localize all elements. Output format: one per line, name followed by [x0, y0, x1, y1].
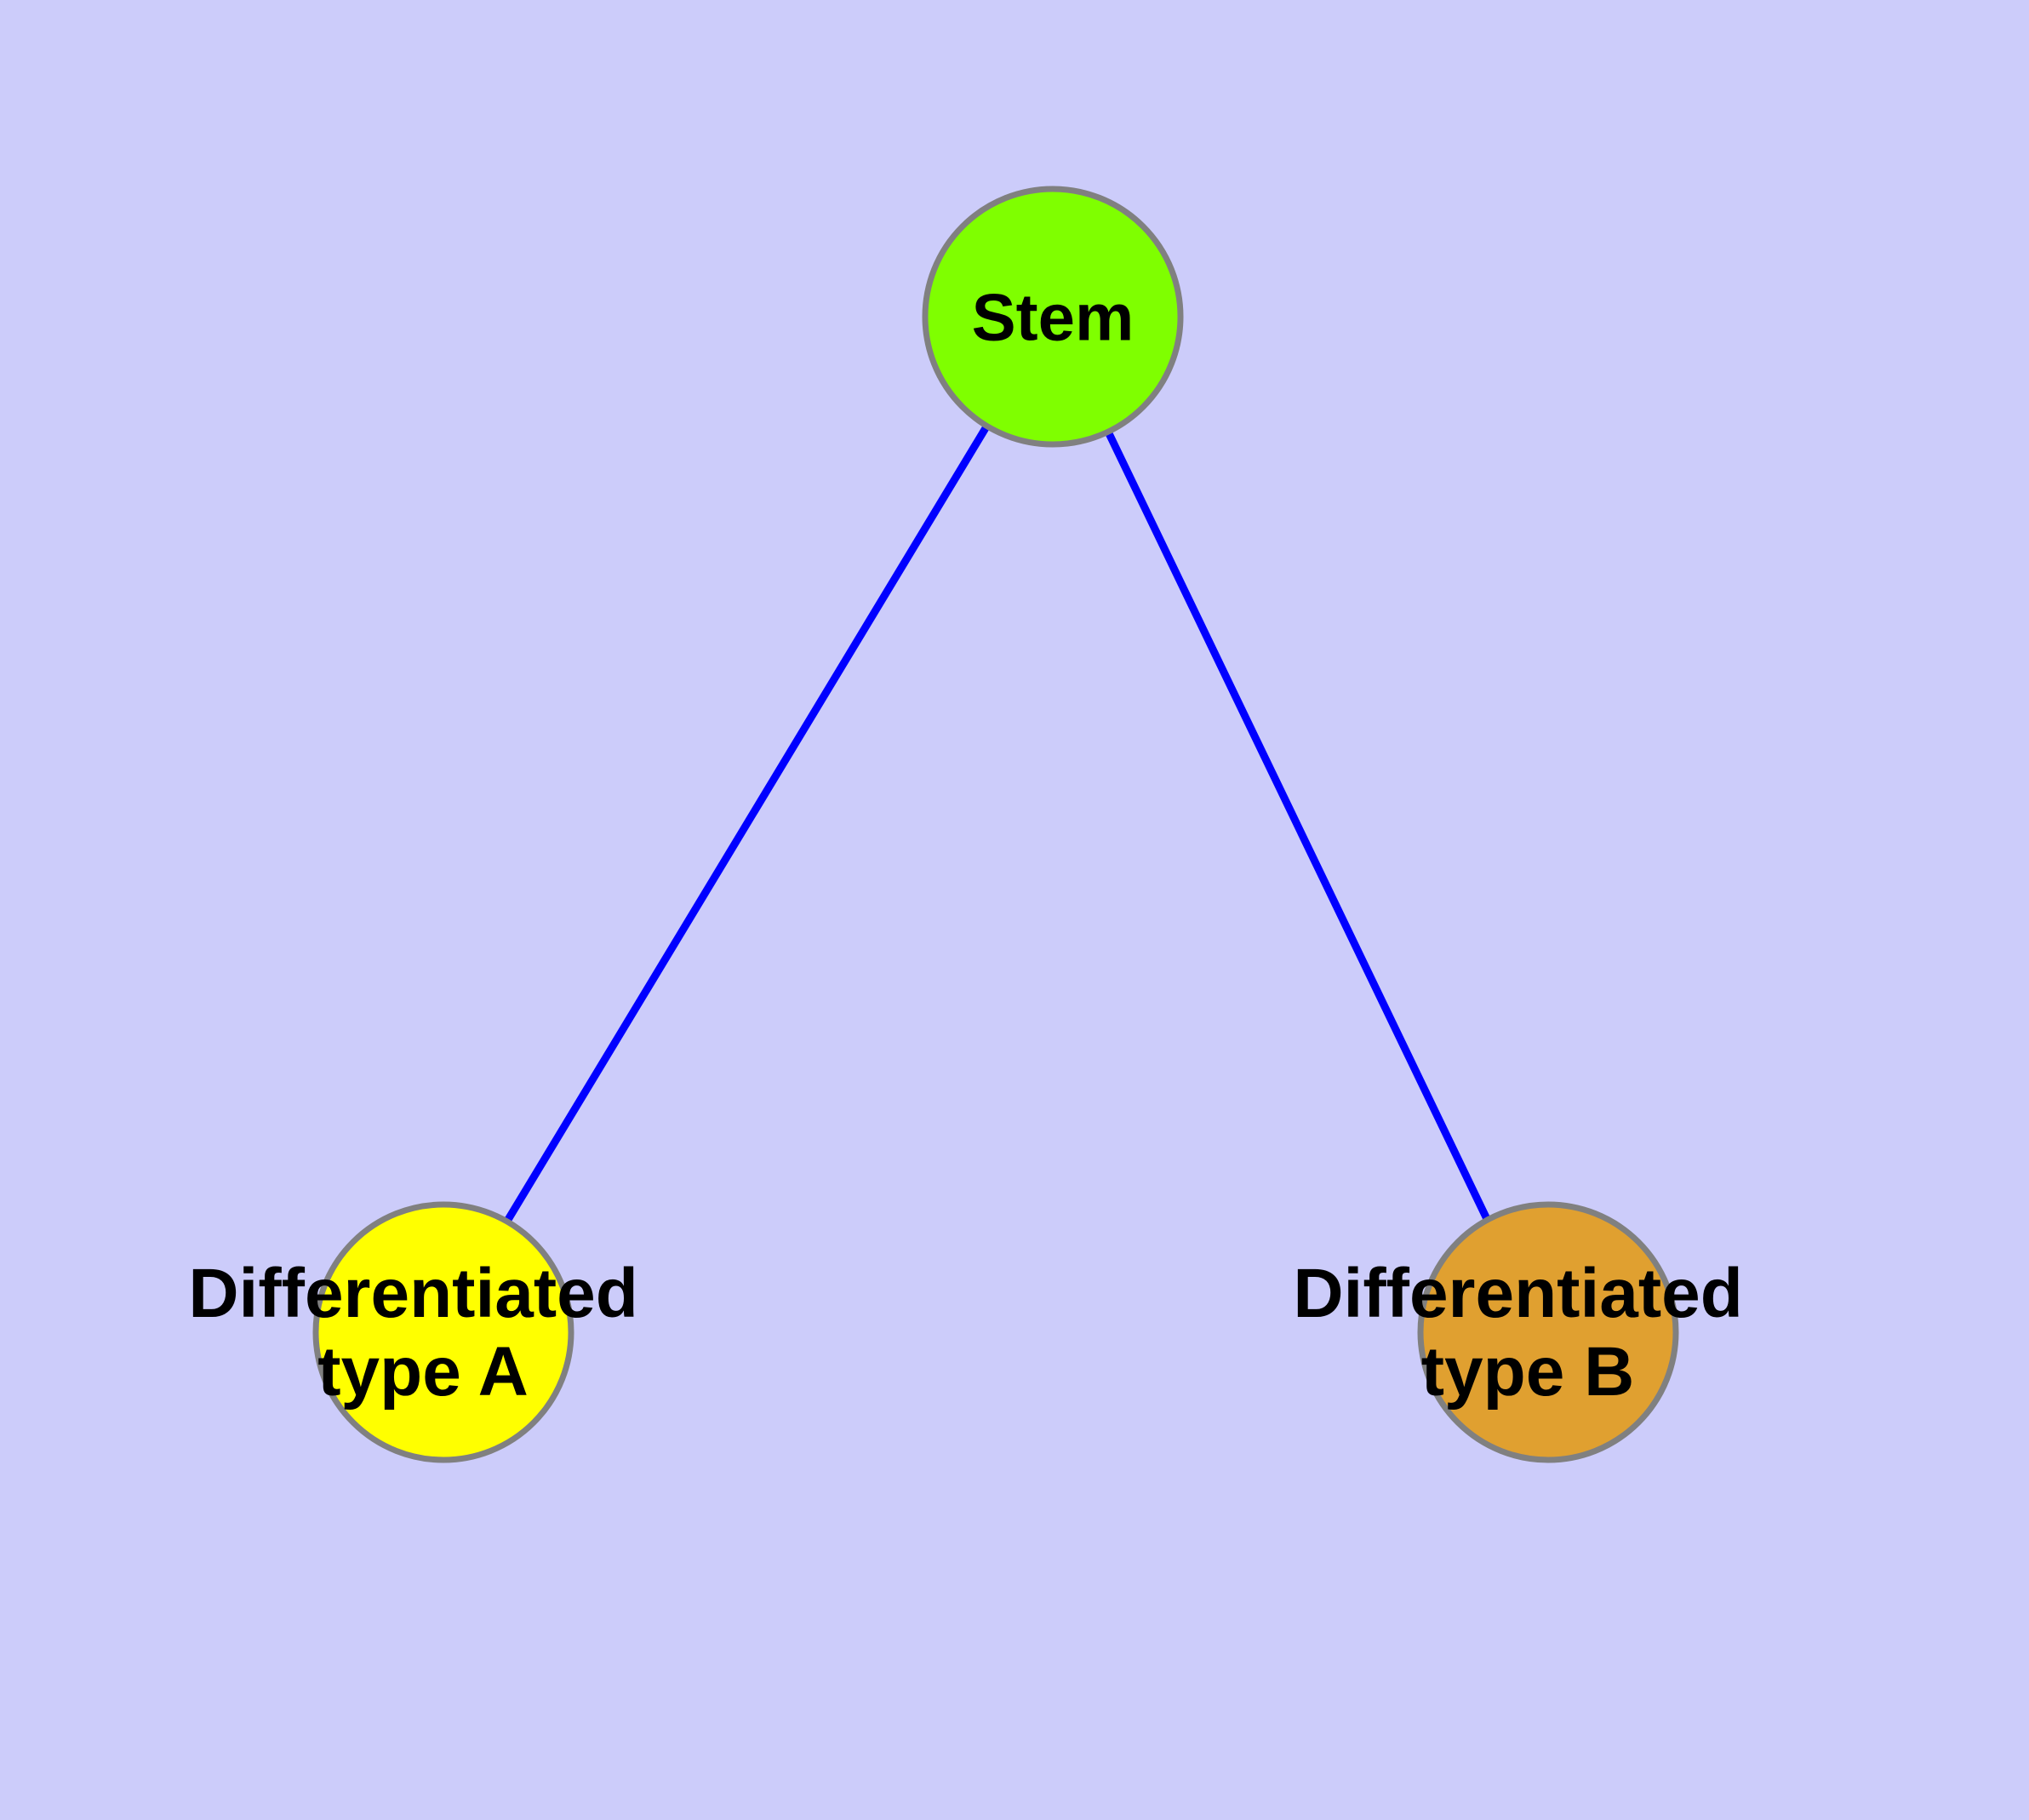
node-label-stem: Stem: [972, 279, 1135, 354]
node-label-differentiated-type-a-line-2: type A: [317, 1332, 529, 1410]
label-layer: Stem Differentiated type A Differentiate…: [188, 279, 1762, 1411]
node-circle-differentiated-type-a[interactable]: [312, 1201, 574, 1463]
node-layer: [312, 186, 1679, 1463]
node-circle-differentiated-type-b[interactable]: [1417, 1201, 1679, 1463]
edge-stem-to-differentiated-type-b[interactable]: [1049, 315, 1492, 1222]
edge-stem-to-differentiated-type-a[interactable]: [503, 314, 1056, 1225]
node-label-differentiated-type-b-line-2: type B: [1421, 1332, 1635, 1410]
node-label-differentiated-type-b: Differentiated type B: [1293, 1250, 1762, 1411]
node-label-differentiated-type-b-line-1: Differentiated: [1293, 1255, 1743, 1332]
node-label-stem-line-1: Stem: [972, 279, 1135, 354]
edge-layer: [503, 314, 1492, 1225]
node-circle-stem[interactable]: [922, 186, 1184, 448]
node-label-differentiated-type-a-line-1: Differentiated: [188, 1255, 638, 1332]
node-label-differentiated-type-a: Differentiated type A: [188, 1250, 657, 1411]
